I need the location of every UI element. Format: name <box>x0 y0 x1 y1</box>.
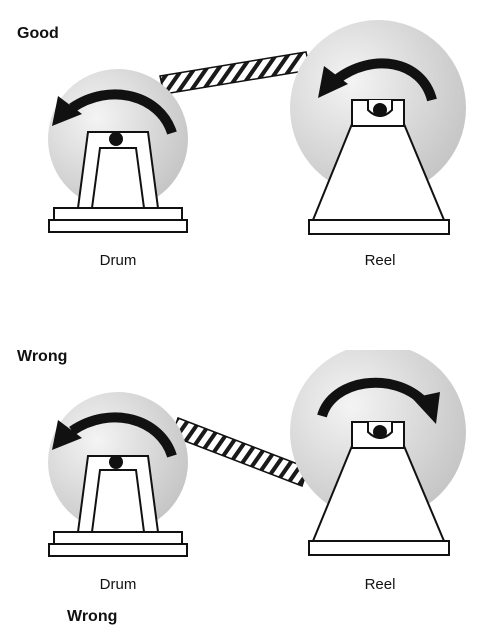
rope-wrong <box>171 417 309 487</box>
caption: Wrong <box>67 608 118 625</box>
reel-label-good: Reel <box>364 252 396 269</box>
rotation-arrow-cw-icon <box>317 377 428 418</box>
rotation-arrow-ccw-icon <box>69 412 177 458</box>
drum-label-good: Drum <box>99 252 137 269</box>
reel-label-wrong: Reel <box>364 576 396 593</box>
reel-axle <box>373 425 387 439</box>
good-heading: Good <box>17 25 59 42</box>
reel-axle <box>373 103 387 117</box>
wrong-diagram <box>48 350 466 557</box>
drum-base <box>48 219 188 233</box>
reel-good <box>290 20 466 235</box>
drum-base <box>48 543 188 557</box>
reel-wrong <box>290 350 466 556</box>
drum-axle <box>109 132 123 146</box>
good-diagram <box>48 20 466 235</box>
rotation-arrow-ccw-icon <box>332 58 437 102</box>
wrong-heading: Wrong <box>17 348 68 365</box>
rope-good <box>159 51 311 95</box>
reel-base <box>308 540 450 556</box>
rotation-arrow-ccw-icon <box>69 89 177 135</box>
reel-base <box>308 219 450 235</box>
drum-label-wrong: Drum <box>99 576 137 593</box>
drum-good <box>48 69 188 233</box>
drum-wrong <box>48 392 188 557</box>
drum-axle <box>109 455 123 469</box>
